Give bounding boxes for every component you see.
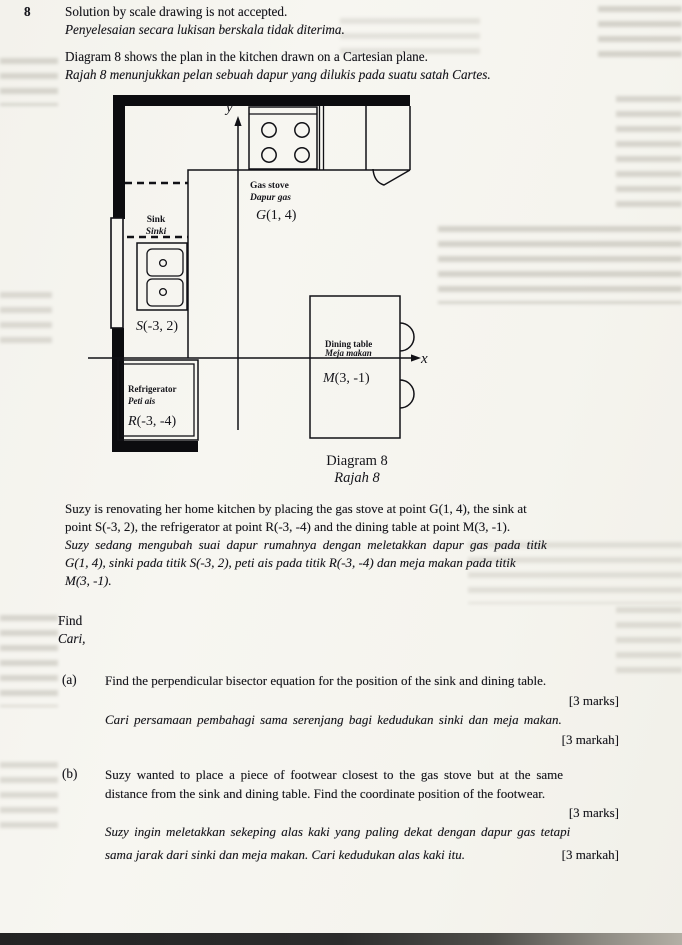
bleed-through-ghost	[598, 6, 682, 58]
bleed-through-ghost	[616, 607, 682, 682]
bottom-wall	[112, 441, 198, 452]
sink-point-label: S(-3, 2)	[136, 319, 178, 334]
diagram-caption-ms: Rajah 8	[333, 470, 380, 486]
x-axis	[88, 354, 421, 362]
gas-stove-unit	[248, 106, 318, 170]
y-axis-label: y	[224, 100, 233, 116]
refrigerator-label-ms: Peti ais	[128, 396, 156, 406]
burner-icon	[261, 147, 277, 163]
chair-icon	[399, 322, 415, 352]
bleed-through-ghost	[468, 542, 682, 604]
refrigerator-point-label: R(-3, -4)	[127, 414, 177, 429]
burner-icon	[261, 122, 277, 138]
burner-icon	[294, 147, 310, 163]
body-line: Suzy is renovating her home kitchen by p…	[65, 501, 527, 516]
gas-stove-label-en: Gas stove	[250, 181, 289, 191]
gas-stove-label-ms: Dapur gas	[249, 193, 291, 203]
refrigerator-box	[117, 359, 199, 441]
bleed-through-ghost	[0, 58, 58, 106]
body-line: G(1, 4), sinki pada titik S(-3, 2), peti…	[65, 555, 516, 570]
intro-line-ms-2: Rajah 8 menunjukkan pelan sebuah dapur y…	[65, 67, 491, 82]
sink-label-en: Sink	[147, 215, 166, 225]
find-label-en: Find	[58, 613, 83, 628]
sink-basin	[146, 248, 184, 277]
dining-table	[309, 295, 401, 439]
x-axis-label: x	[420, 351, 428, 367]
part-a-marks-ms: [3 markah]	[561, 731, 619, 747]
drain-icon	[158, 287, 168, 297]
dining-table-label-en: Dining table	[325, 339, 372, 349]
scan-edge-bar	[0, 933, 682, 945]
counter-edge	[187, 169, 410, 358]
sink-unit	[136, 242, 188, 311]
drain-icon	[158, 258, 168, 268]
gas-stove-point-label: G(1, 4)	[256, 208, 297, 223]
window	[110, 217, 124, 329]
part-a-question-ms: Cari persamaan pembahagi sama serenjang …	[105, 712, 562, 727]
bleed-through-ghost	[0, 615, 58, 707]
chair-icon	[399, 379, 415, 409]
top-wall	[115, 95, 410, 106]
part-b-question-en-line1: Suzy wanted to place a piece of footwear…	[105, 767, 564, 782]
question-number: 8	[24, 4, 31, 19]
left-wall-upper	[113, 95, 125, 219]
part-a: Find the perpendicular bisector equation…	[105, 671, 619, 749]
body-line: M(3, -1).	[65, 573, 112, 588]
y-axis	[234, 116, 242, 430]
part-b: Suzy wanted to place a piece of footwear…	[105, 765, 619, 864]
bleed-through-ghost	[340, 18, 480, 58]
burner-icon	[294, 122, 310, 138]
part-a-marks-en: [3 marks]	[568, 692, 619, 708]
diagram-caption-en: Diagram 8	[326, 453, 388, 469]
bleed-through-ghost	[438, 226, 682, 304]
cabinet-door-flap	[372, 168, 411, 186]
x-axis-arrow	[411, 354, 421, 362]
bleed-through-ghost	[0, 292, 52, 352]
kitchen-diagram: Sink Sinki S(-3, 2) Refrigerator Peti ai…	[88, 95, 428, 486]
part-b-question-ms-line2: sama jarak dari sinki dan meja makan. Ca…	[105, 847, 465, 862]
bleed-through-ghost	[0, 762, 58, 837]
body-paragraph: Suzy is renovating her home kitchen by p…	[65, 500, 621, 590]
bleed-through-ghost	[616, 96, 682, 211]
part-b-label: (b)	[62, 766, 78, 781]
part-b-marks-en: [3 marks]	[568, 805, 619, 820]
find-label-ms: Cari,	[58, 631, 86, 646]
part-a-label: (a)	[62, 672, 77, 687]
intro-line-ms-1: Penyelesaian secara lukisan berskala tid…	[65, 22, 345, 37]
y-axis-arrow	[234, 116, 242, 126]
refrigerator-label-en: Refrigerator	[128, 384, 176, 394]
body-line: point S(-3, 2), the refrigerator at poin…	[65, 519, 511, 534]
part-a-question-en: Find the perpendicular bisector equation…	[105, 673, 547, 688]
dining-table-point-label: M(3, -1)	[322, 371, 370, 386]
intro-line-en-1: Solution by scale drawing is not accepte…	[65, 4, 288, 19]
part-b-question-en-line2: distance from the sink and dining table.…	[105, 786, 546, 801]
dining-table-label-ms: Meja makan	[324, 348, 372, 358]
body-line: Suzy sedang mengubah suai dapur rumahnya…	[65, 537, 547, 552]
part-b-question-ms-line1: Suzy ingin meletakkan sekeping alas kaki…	[105, 824, 571, 839]
intro-line-en-2: Diagram 8 shows the plan in the kitchen …	[65, 49, 428, 64]
sink-basin	[146, 278, 184, 307]
part-b-marks-ms: [3 markah]	[561, 847, 619, 862]
sink-label-ms: Sinki	[146, 227, 167, 237]
